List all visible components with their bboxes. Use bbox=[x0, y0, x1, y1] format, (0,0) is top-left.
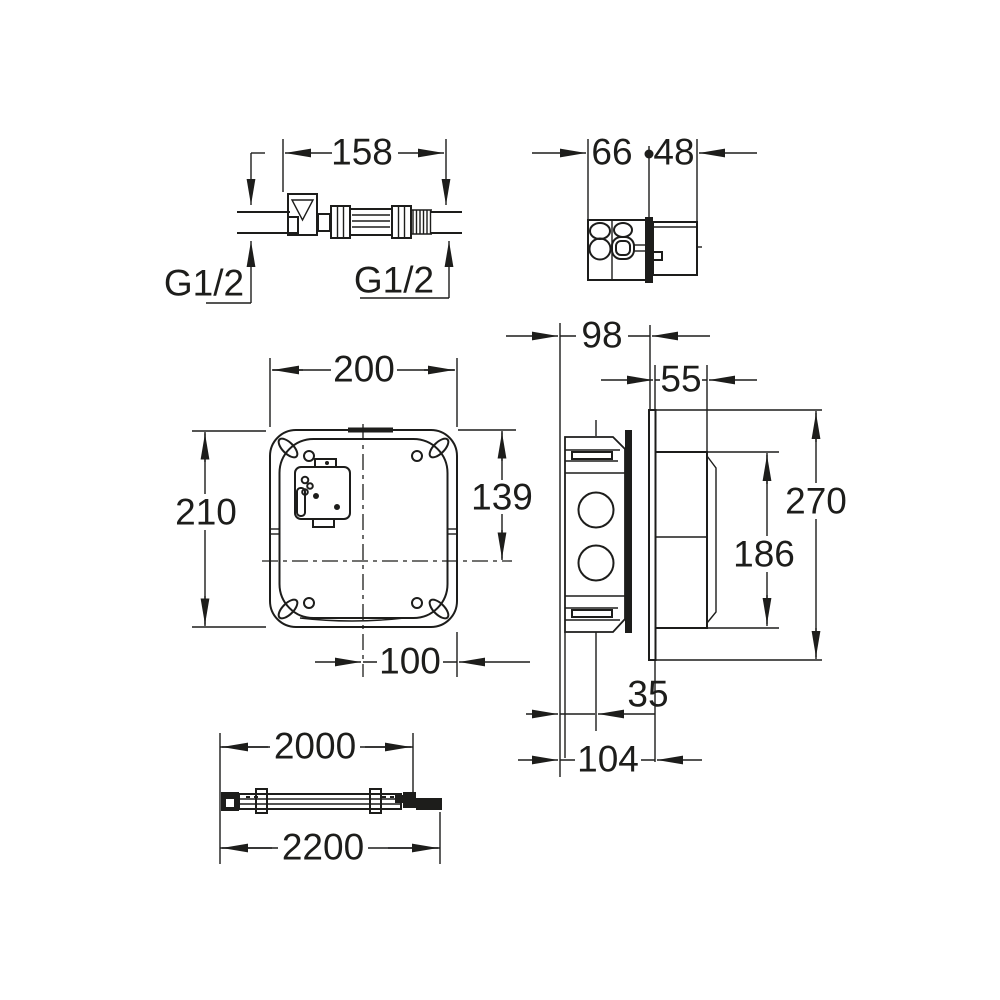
dim-35-label: 35 bbox=[627, 674, 668, 715]
dim-210-label: 210 bbox=[175, 492, 237, 533]
rough-in-box-front-view: 200 210 139 100 bbox=[175, 349, 534, 682]
front-mounting-plate-edge bbox=[625, 430, 632, 633]
dim-100-label: 100 bbox=[379, 641, 441, 682]
dim-66-label: 66 bbox=[591, 132, 632, 173]
junction-box-top-view: 66 48 bbox=[532, 132, 757, 283]
cable-clamp-right bbox=[369, 788, 382, 814]
side-extension-lines bbox=[649, 325, 822, 762]
dim-100: 100 bbox=[315, 632, 530, 682]
hose-thread-end bbox=[391, 205, 432, 239]
dim-55-label: 55 bbox=[660, 359, 701, 400]
cable-plug bbox=[416, 798, 442, 810]
dim-270: 270 bbox=[784, 411, 848, 659]
dim-98-label: 98 bbox=[581, 315, 622, 356]
thread-inlet-label: G1/2 bbox=[164, 263, 244, 304]
dim-55: 55 bbox=[601, 359, 757, 400]
dim-2000-label: 2000 bbox=[274, 726, 356, 767]
mounting-holes bbox=[303, 450, 423, 609]
cable-assembly bbox=[221, 788, 442, 814]
dim-200-label: 200 bbox=[333, 349, 395, 390]
dim-186-label: 186 bbox=[733, 534, 795, 575]
pipe-lines bbox=[237, 211, 462, 234]
knockout-hole-bottom bbox=[577, 544, 615, 582]
cover-plate-side bbox=[648, 409, 717, 661]
dim-66-48: 66 48 bbox=[532, 132, 757, 232]
thread-label-inlet: G1/2 bbox=[164, 241, 256, 304]
thread-label-outlet: G1/2 bbox=[354, 241, 454, 301]
thread-outlet-label: G1/2 bbox=[354, 260, 434, 301]
dim-139-label: 139 bbox=[471, 477, 533, 518]
hose-connector bbox=[317, 205, 351, 239]
dim-200: 200 bbox=[269, 349, 458, 427]
dim-2000: 2000 bbox=[220, 726, 413, 767]
dim-35: 35 bbox=[526, 674, 669, 719]
knockout-hole-top bbox=[577, 491, 615, 529]
corner-slot-holes bbox=[277, 437, 450, 620]
sensor-cable-view: 2000 2200 bbox=[219, 726, 442, 868]
dim-210: 210 bbox=[175, 430, 266, 628]
dim-158: 158 bbox=[246, 132, 451, 205]
junction-box-body bbox=[587, 217, 702, 283]
dim-158-label: 158 bbox=[331, 132, 393, 173]
dim-186: 186 bbox=[732, 453, 796, 626]
hose-fitting-view: 158 G1/2 G1/2 bbox=[164, 132, 462, 304]
dim-2200: 2200 bbox=[220, 827, 440, 868]
dim-270-label: 270 bbox=[785, 481, 847, 522]
box-side-body bbox=[564, 420, 632, 731]
dim-48-label: 48 bbox=[653, 132, 694, 173]
rough-in-box-side-view: 98 55 270 186 bbox=[506, 315, 848, 780]
dim-104: 104 bbox=[518, 739, 702, 780]
dim-98: 98 bbox=[506, 315, 710, 356]
flex-hose bbox=[349, 208, 393, 236]
check-valve-icon bbox=[287, 193, 318, 236]
dim-104-label: 104 bbox=[577, 739, 639, 780]
dim-2200-label: 2200 bbox=[282, 827, 364, 868]
dim-139: 139 bbox=[458, 429, 534, 560]
cable-clamp-left bbox=[255, 788, 268, 814]
solenoid-module bbox=[294, 458, 351, 528]
